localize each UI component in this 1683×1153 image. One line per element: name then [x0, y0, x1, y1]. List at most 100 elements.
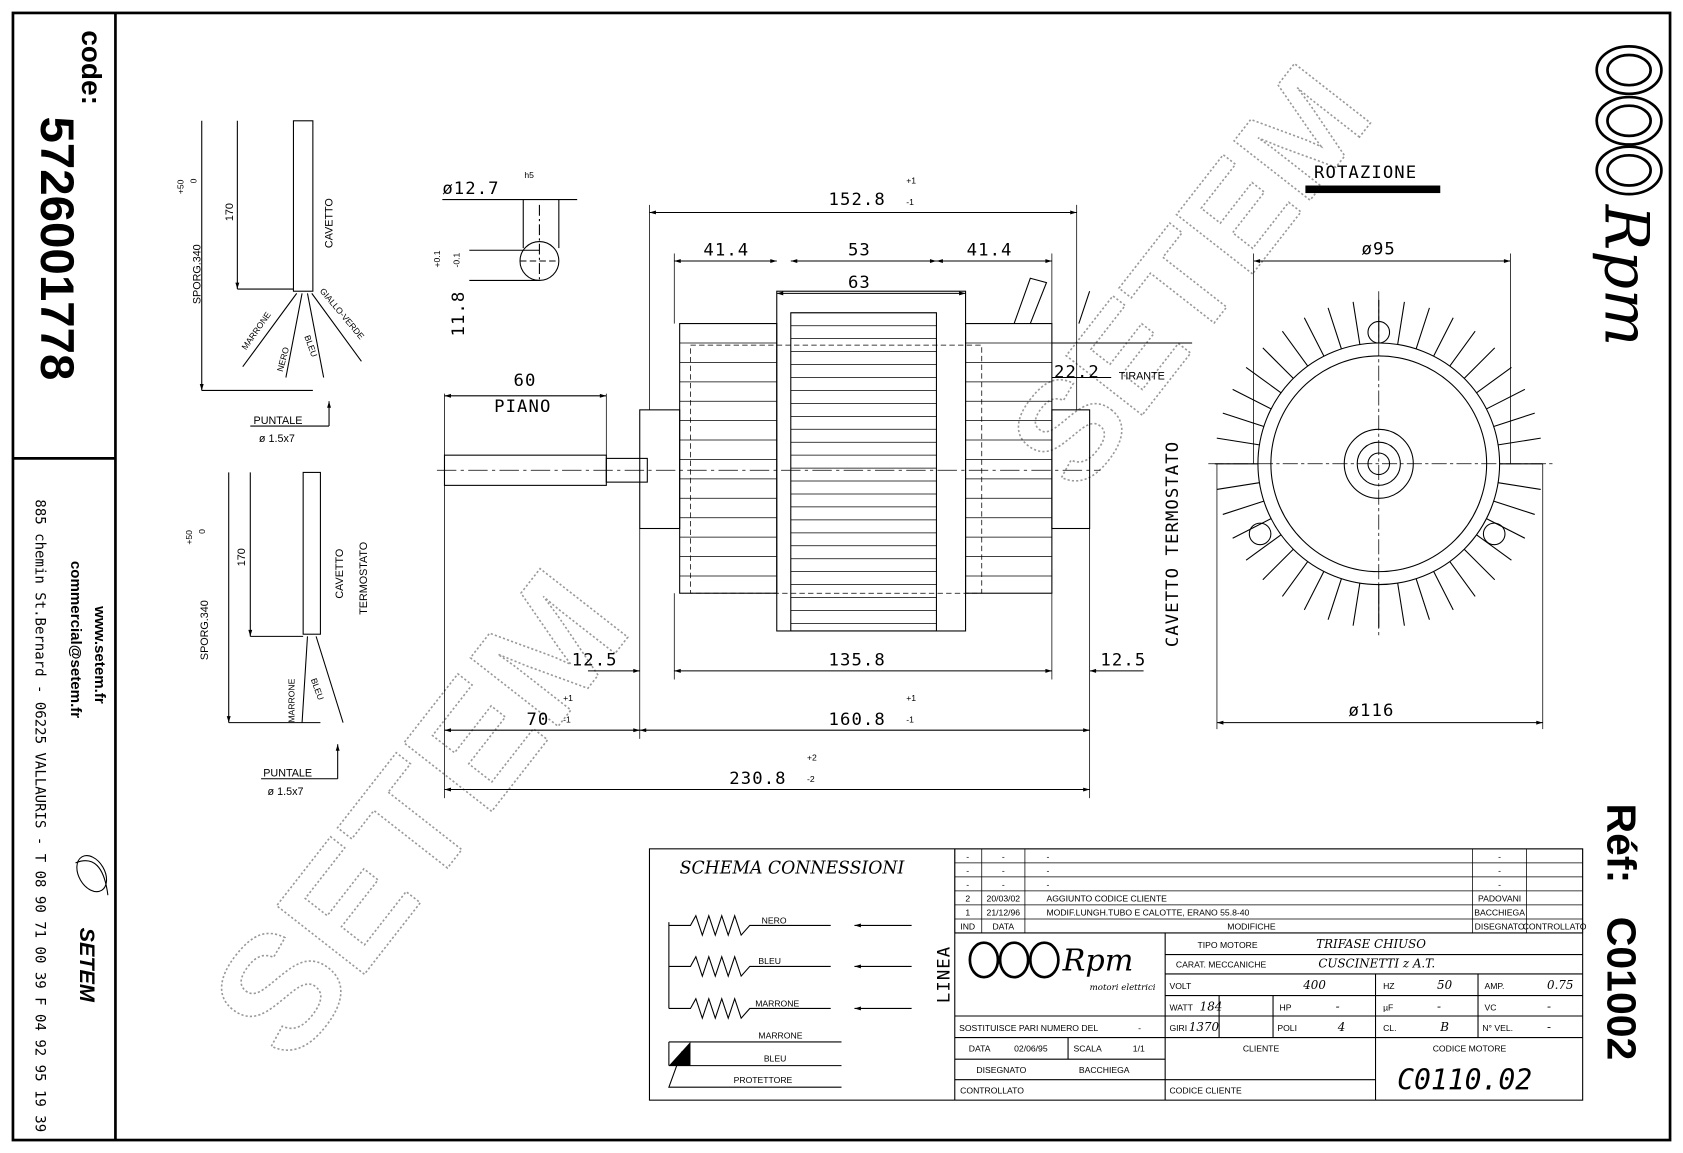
- revision-cell: DATA: [992, 922, 1014, 932]
- svg-text:SETEM: SETEM: [979, 37, 1400, 514]
- revision-cell: PADOVANI: [1478, 894, 1521, 904]
- cooling-fin: [1245, 534, 1282, 561]
- cooling-fin: [1327, 578, 1342, 620]
- motor-side-view: [436, 277, 1193, 632]
- svg-text:N° VEL.: N° VEL.: [1482, 1023, 1513, 1033]
- svg-text:CAVETTO TERMOSTATO: CAVETTO TERMOSTATO: [1163, 441, 1183, 647]
- svg-text:CUSCINETTI z A.T.: CUSCINETTI z A.T.: [1318, 956, 1435, 970]
- svg-text:TRIFASE CHIUSO: TRIFASE CHIUSO: [1316, 937, 1426, 951]
- svg-text:PIANO: PIANO: [494, 397, 551, 417]
- svg-text:VOLT: VOLT: [1169, 981, 1192, 991]
- cooling-fin: [1415, 307, 1430, 350]
- website: www.setem.fr: [91, 605, 108, 704]
- svg-text:TIRANTE: TIRANTE: [1119, 371, 1165, 383]
- svg-text:53: 53: [848, 241, 871, 261]
- svg-text:NERO: NERO: [762, 915, 787, 925]
- codice-motore: C0110.02: [1397, 1063, 1532, 1096]
- svg-text:PUNTALE: PUNTALE: [254, 415, 303, 427]
- revision-cell: -: [1002, 852, 1005, 862]
- svg-text:-: -: [1437, 1000, 1441, 1014]
- svg-text:1/1: 1/1: [1133, 1044, 1145, 1054]
- revision-cell: -: [1046, 880, 1049, 890]
- resistor-winding: [668, 914, 831, 937]
- revision-cell: 1: [965, 908, 970, 918]
- svg-text:ø116: ø116: [1349, 701, 1395, 721]
- svg-text:PROTETTORE: PROTETTORE: [734, 1075, 793, 1085]
- svg-text:+1: +1: [563, 693, 573, 703]
- svg-text:CLIENTE: CLIENTE: [1243, 1044, 1280, 1054]
- cooling-fin: [1463, 347, 1496, 379]
- svg-text:400: 400: [1302, 978, 1326, 992]
- code-label: code:: [76, 30, 107, 105]
- svg-text:184: 184: [1200, 1000, 1223, 1014]
- svg-text:HP: HP: [1280, 1003, 1292, 1013]
- resistor-winding: [668, 954, 831, 978]
- cooling-fin: [1327, 307, 1342, 350]
- svg-text:MARRONE: MARRONE: [287, 678, 297, 722]
- cooling-fin: [1222, 500, 1265, 515]
- svg-text:CODICE MOTORE: CODICE MOTORE: [1433, 1044, 1507, 1054]
- svg-text:-1: -1: [563, 715, 571, 725]
- revision-cell: -: [1498, 866, 1501, 876]
- svg-text:+1: +1: [906, 693, 916, 703]
- revision-cell: 2: [965, 894, 970, 904]
- drawing-border: [11, 11, 1672, 1142]
- svg-text:-: -: [1547, 1000, 1551, 1014]
- revision-cell: 20/03/02: [987, 894, 1021, 904]
- svg-text:Rpm: Rpm: [1062, 944, 1134, 979]
- svg-text:41.4: 41.4: [967, 241, 1013, 261]
- svg-text:TERMOSTATO: TERMOSTATO: [358, 542, 370, 615]
- svg-text:NERO: NERO: [275, 346, 291, 373]
- svg-text:DISEGNATO: DISEGNATO: [976, 1065, 1026, 1075]
- cooling-fin: [1498, 437, 1541, 446]
- resistor-winding: [668, 997, 831, 1020]
- svg-text:CAVETTO: CAVETTO: [334, 549, 346, 599]
- svg-text:160.8: 160.8: [829, 710, 886, 730]
- cooling-fin: [1216, 482, 1260, 490]
- svg-text:µF: µF: [1383, 1003, 1393, 1013]
- cooling-fin: [1493, 412, 1535, 427]
- revision-cell: CONTROLLATO: [1523, 922, 1587, 932]
- cooling-fin: [1352, 583, 1361, 626]
- svg-text:SETEM: SETEM: [75, 928, 100, 1003]
- svg-text:BLEU: BLEU: [764, 1053, 787, 1063]
- svg-text:SPORG.340: SPORG.340: [192, 244, 204, 304]
- svg-text:BLEU: BLEU: [302, 334, 319, 359]
- svg-text:0.75: 0.75: [1547, 978, 1573, 992]
- svg-text:BLEU: BLEU: [758, 956, 781, 966]
- cable-main-diagram: SPORG.340 +50 0 170 CAVETTO MARRONE NERO…: [175, 120, 367, 445]
- svg-text:-0.1: -0.1: [452, 252, 462, 267]
- svg-text:WATT: WATT: [1169, 1003, 1193, 1013]
- svg-text:12.5: 12.5: [572, 650, 618, 670]
- dimensions: 152.8 +1 -1 41.4 53 41.4 63 60 PIANO 22.…: [444, 175, 1183, 799]
- svg-text:230.8: 230.8: [729, 769, 786, 789]
- left-panel: code: 5726001778 www.setem.fr commercial…: [30, 30, 109, 1132]
- revision-cell: BACCHIEGA: [1474, 908, 1525, 918]
- cooling-fin: [1245, 366, 1282, 394]
- rpm-title-logo: Rpm motori elettrici: [968, 941, 1156, 993]
- cooling-fin: [1486, 388, 1526, 410]
- cooling-fin: [1352, 301, 1361, 345]
- revision-cell: AGGIUNTO CODICE CLIENTE: [1046, 894, 1167, 904]
- revision-cell: -: [1046, 852, 1049, 862]
- svg-text:170: 170: [236, 548, 248, 566]
- svg-text:CAVETTO: CAVETTO: [323, 198, 335, 248]
- cooling-fin: [1415, 578, 1430, 620]
- svg-text:135.8: 135.8: [829, 650, 886, 670]
- svg-text:h5: h5: [524, 170, 534, 180]
- title-block: SCHEMA CONNESSIONI NERO BLEU MARRONE LIN…: [648, 848, 1587, 1101]
- revision-cell: -: [966, 866, 969, 876]
- cooling-fin: [1303, 571, 1325, 611]
- setem-logo: SETEM: [75, 855, 109, 1003]
- cooling-fin: [1222, 412, 1265, 427]
- ref-label: Réf:: [1598, 804, 1644, 884]
- cable-thermostat-diagram: SPORG.340 +50 0 170 CAVETTO TERMOSTATO M…: [184, 471, 370, 798]
- cooling-fin: [1216, 437, 1260, 446]
- svg-text:BLEU: BLEU: [309, 677, 326, 702]
- shaft-section-detail: ø12.7 h5 11.8 +0.1 -0.1: [432, 170, 578, 337]
- svg-text:-2: -2: [807, 774, 815, 784]
- svg-text:HZ: HZ: [1383, 981, 1394, 991]
- cooling-fin: [1449, 330, 1476, 367]
- cooling-fin: [1397, 301, 1405, 345]
